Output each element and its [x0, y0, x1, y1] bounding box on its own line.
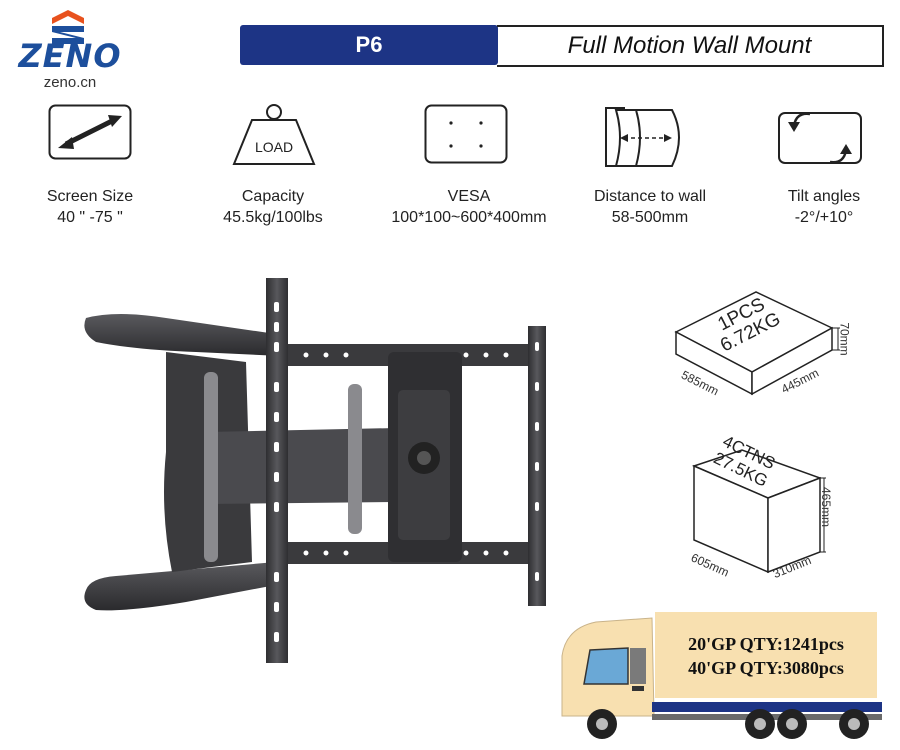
- spec-distance-value: 58-500mm: [611, 209, 689, 226]
- distance-to-wall-icon: [605, 107, 680, 167]
- brand-name: ZENO: [18, 37, 122, 75]
- spec-capacity-value: 45.5kg/100lbs: [223, 209, 323, 226]
- qty-40gp: 40'GP QTY:3080pcs: [688, 658, 844, 678]
- spec-capacity: Capacity 45.5kg/100lbs: [183, 186, 363, 228]
- spec-vesa: VESA 100*100~600*400mm: [379, 186, 559, 228]
- spec-tilt-label: Tilt angles: [787, 188, 861, 205]
- load-weight-icon: LOAD: [232, 104, 316, 165]
- carton-package-height: 465mm: [819, 486, 834, 528]
- wall-mount-product-image: [84, 278, 546, 663]
- spec-tilt-value: -2°/+10°: [794, 209, 854, 226]
- spec-vesa-value: 100*100~600*400mm: [391, 209, 547, 226]
- model-badge: P6: [240, 25, 498, 65]
- qty-20gp: 20'GP QTY:1241pcs: [688, 634, 844, 654]
- zeno-logo-icon: [52, 10, 84, 44]
- brand-url: zeno.cn: [43, 74, 97, 91]
- screen-size-arrow-icon: [48, 104, 132, 160]
- spec-screen-size-label: Screen Size: [46, 188, 134, 205]
- tilt-rotate-icon: [778, 112, 862, 164]
- spec-distance: Distance to wall 58-500mm: [560, 186, 740, 228]
- vesa-pattern-icon: [424, 104, 508, 164]
- carton-package-box: [691, 449, 826, 574]
- spec-capacity-label: Capacity: [241, 188, 305, 205]
- spec-screen-size-value: 40 " -75 ": [57, 209, 123, 226]
- container-truck-icon: [561, 617, 882, 739]
- single-package-box: [674, 291, 840, 396]
- spec-tilt: Tilt angles -2°/+10°: [734, 186, 900, 228]
- spec-vesa-label: VESA: [447, 188, 491, 205]
- product-title: Full Motion Wall Mount: [497, 25, 884, 67]
- spec-screen-size: Screen Size 40 " -75 ": [0, 186, 180, 228]
- load-icon-text: LOAD: [255, 139, 293, 155]
- shipping-quantity-container: 20'GP QTY:1241pcs 40'GP QTY:3080pcs: [655, 612, 877, 698]
- single-package-height: 70mm: [837, 322, 852, 356]
- spec-distance-label: Distance to wall: [593, 188, 707, 205]
